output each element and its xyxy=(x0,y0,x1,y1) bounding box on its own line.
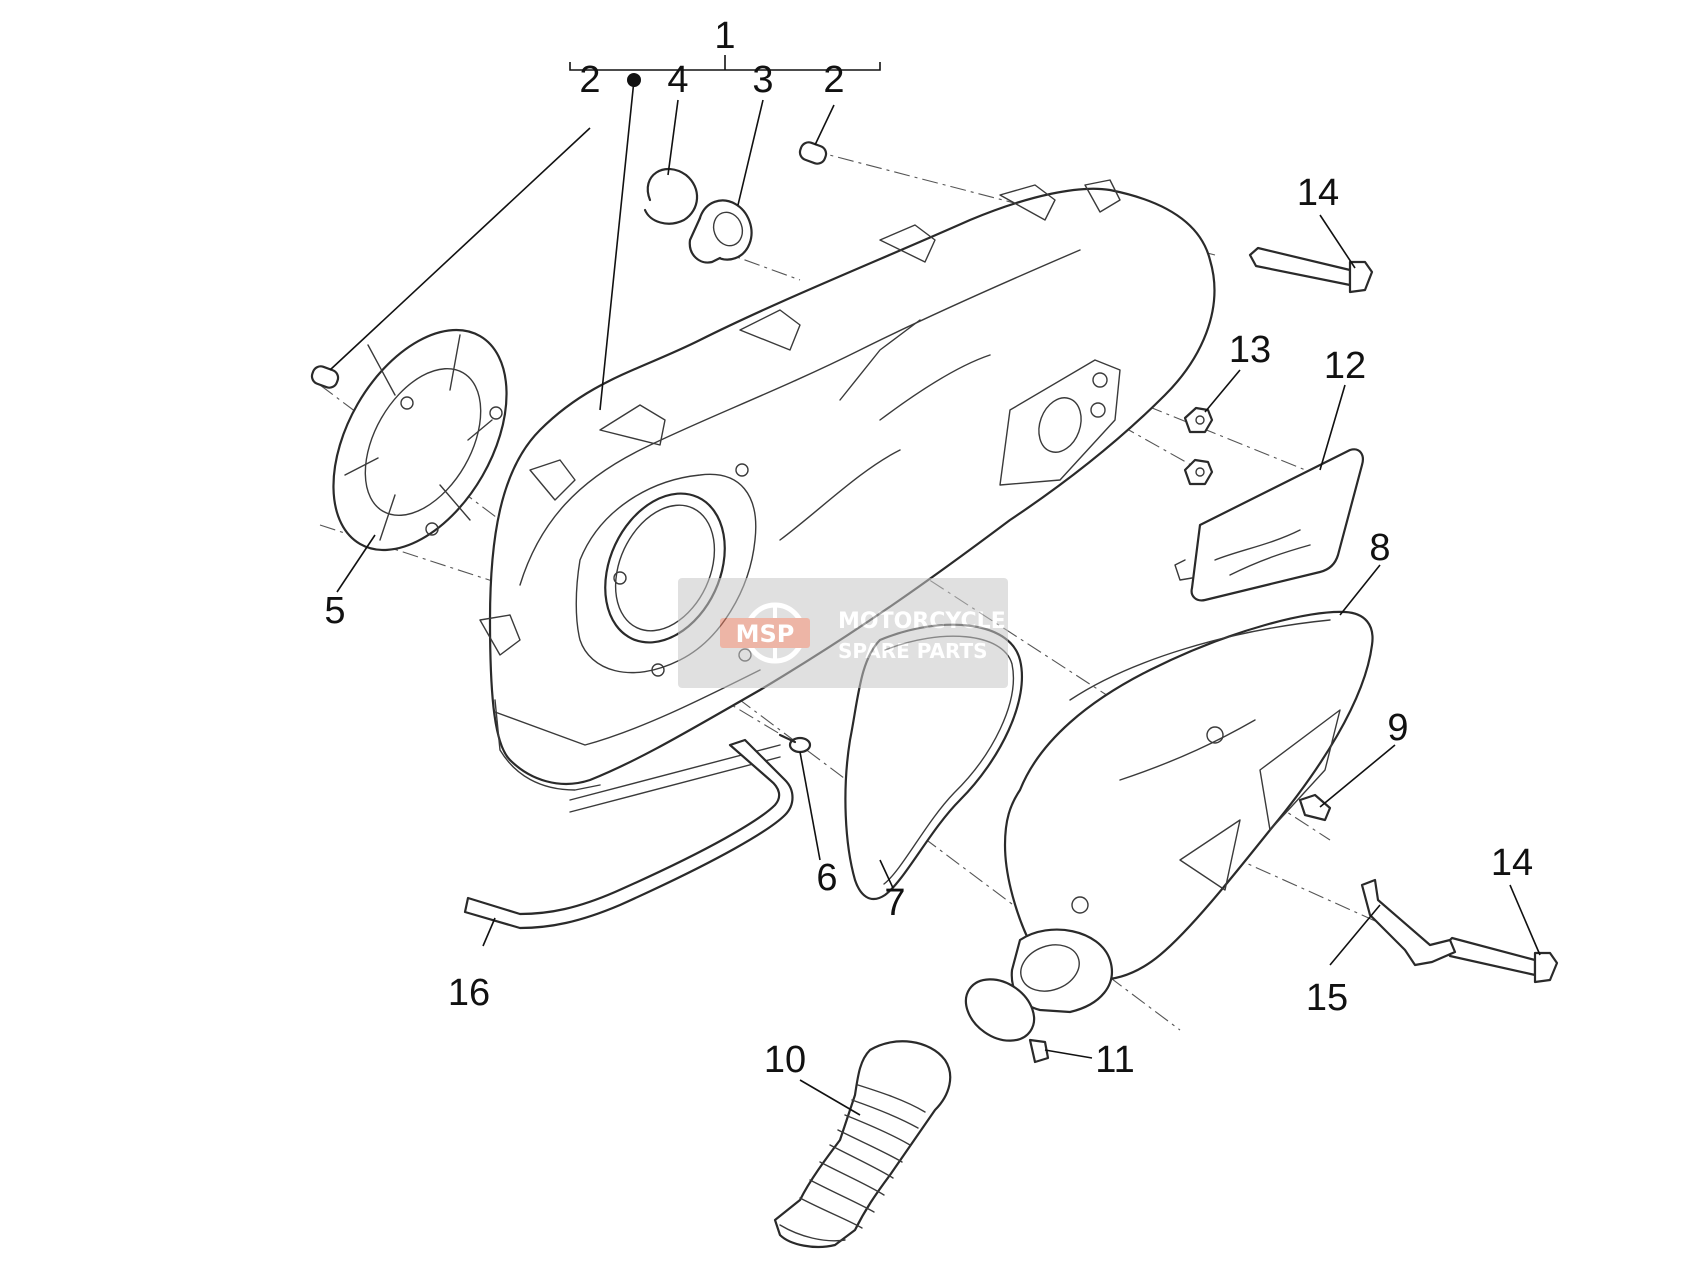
leader-lines xyxy=(329,55,1541,1116)
callout-5: 5 xyxy=(324,590,345,632)
callout-2-left: 2 xyxy=(579,59,600,101)
callout-6: 6 xyxy=(816,857,837,899)
callout-11: 11 xyxy=(1095,1039,1134,1081)
callout-2-right: 2 xyxy=(823,59,844,101)
callout-14-top: 14 xyxy=(1297,172,1339,214)
part-3-bearing xyxy=(688,199,753,264)
part-13-bushes xyxy=(1183,406,1214,486)
callout-12: 12 xyxy=(1324,345,1366,387)
part-14-bolt-top xyxy=(1248,246,1374,294)
watermark-line-2: SPARE PARTS xyxy=(838,639,988,663)
callouts: 1 2 4 3 2 14 13 12 8 5 9 6 7 14 16 15 11… xyxy=(324,15,1533,1081)
callout-14-bottom: 14 xyxy=(1491,842,1533,884)
callout-1: 1 xyxy=(714,15,735,57)
watermark-logo-icon: MSP xyxy=(720,602,810,664)
callout-8: 8 xyxy=(1369,527,1390,569)
part-10-intake-hose xyxy=(773,1040,952,1249)
callout-15: 15 xyxy=(1306,977,1348,1019)
callout-9: 9 xyxy=(1387,707,1408,749)
callout-7: 7 xyxy=(884,882,905,924)
callout-16: 16 xyxy=(448,972,490,1014)
part-14-bolt-bottom xyxy=(1443,936,1559,984)
watermark: MSP MOTORCYCLE SPARE PARTS xyxy=(678,578,1008,688)
part-12-badge-plate xyxy=(1174,448,1364,602)
reference-dot xyxy=(627,73,641,87)
part-9-screw xyxy=(1298,793,1332,822)
part-5-cover-plate xyxy=(332,328,508,552)
part-11-hose-clamp xyxy=(964,978,1050,1064)
callout-10: 10 xyxy=(764,1039,806,1081)
part-6-screw xyxy=(778,733,812,754)
part-16-seal-strip xyxy=(463,738,794,930)
part-2-dowel-pin-left xyxy=(310,365,340,389)
part-4-circlip xyxy=(643,167,699,225)
watermark-logo-text: MSP xyxy=(736,620,795,648)
part-2-dowel-pin-right xyxy=(798,141,828,165)
part-8-air-filter-housing xyxy=(1003,610,1374,1014)
part-15-bracket xyxy=(1360,878,1457,967)
callout-3: 3 xyxy=(752,59,773,101)
callout-4: 4 xyxy=(667,59,688,101)
watermark-line-1: MOTORCYCLE xyxy=(838,609,1006,634)
callout-13: 13 xyxy=(1229,329,1271,371)
